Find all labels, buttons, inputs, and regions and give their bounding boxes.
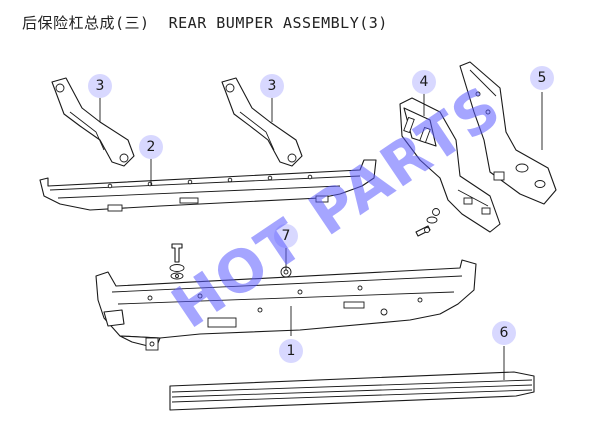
page-title: 后保险杠总成(三) REAR BUMPER ASSEMBLY(3) bbox=[22, 14, 388, 32]
callout-bubble bbox=[88, 74, 112, 98]
callout-part-3-left: 3 bbox=[88, 74, 112, 98]
callout-label: 6 bbox=[500, 325, 509, 341]
callout-label: 3 bbox=[268, 78, 277, 94]
bracket-right-part-3 bbox=[221, 77, 303, 167]
callout-bubble bbox=[492, 321, 516, 345]
callout-part-6: 6 bbox=[492, 321, 516, 345]
callout-bubble bbox=[274, 224, 298, 248]
callout-bubble bbox=[530, 66, 554, 90]
leader-lines bbox=[99, 92, 543, 380]
callout-label: 3 bbox=[96, 78, 105, 94]
callout-label: 7 bbox=[282, 228, 291, 244]
bumper-cover-part-1 bbox=[95, 259, 477, 351]
bracket-left-part-3 bbox=[51, 77, 135, 167]
callout-bubble bbox=[260, 74, 284, 98]
callout-part-5: 5 bbox=[530, 66, 554, 90]
callout-label: 2 bbox=[147, 139, 156, 155]
callout-bubble bbox=[412, 70, 436, 94]
callout-label: 1 bbox=[287, 343, 296, 359]
callout-part-2: 2 bbox=[139, 135, 163, 159]
callout-part-3-right: 3 bbox=[260, 74, 284, 98]
step-plate-part-6 bbox=[169, 371, 535, 411]
reinforcement-rail-part-2 bbox=[39, 159, 377, 212]
side-bracket-part-4 bbox=[399, 97, 501, 233]
callout-label: 5 bbox=[538, 70, 547, 86]
callout-part-1: 1 bbox=[279, 339, 303, 363]
callout-bubble bbox=[139, 135, 163, 159]
callout-part-7: 7 bbox=[274, 224, 298, 248]
callout-label: 4 bbox=[420, 74, 429, 90]
frame-bracket-part-5 bbox=[459, 61, 557, 205]
callout-part-4: 4 bbox=[412, 70, 436, 94]
callout-bubble bbox=[279, 339, 303, 363]
bolt-stack-left bbox=[169, 243, 185, 280]
bolt-fastener-right bbox=[415, 208, 440, 237]
